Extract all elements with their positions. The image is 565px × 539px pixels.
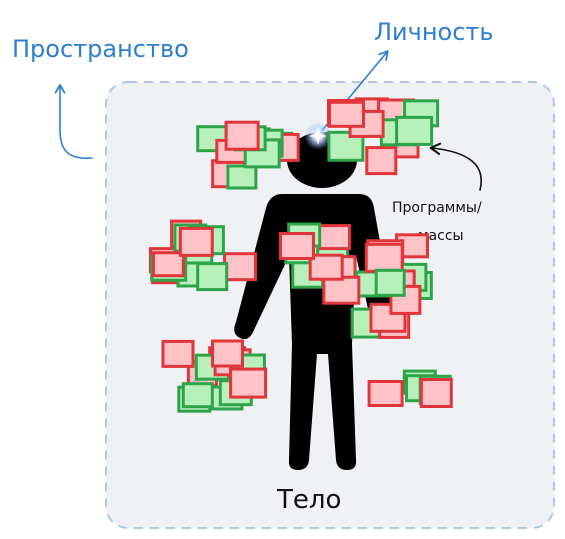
- program-square-red: [365, 146, 398, 176]
- cluster-bottom-left: [161, 339, 268, 413]
- program-square-red: [224, 120, 260, 151]
- glowing-star-icon: [304, 122, 332, 150]
- program-square-red: [178, 226, 214, 257]
- cluster-mid-left: [149, 219, 257, 292]
- space-label: Пространство: [12, 35, 189, 63]
- program-square-green: [226, 164, 258, 190]
- cluster-lower-right: [350, 268, 422, 339]
- program-square-red: [328, 100, 365, 128]
- space-arrow: [54, 83, 93, 159]
- programs-label-line2: массы: [418, 228, 464, 244]
- program-square-green: [374, 268, 406, 297]
- programs-label-line1: Программы/: [392, 200, 482, 216]
- program-square-red: [367, 380, 404, 407]
- program-square-red: [211, 339, 244, 368]
- program-square-red: [223, 252, 257, 282]
- program-square-red: [308, 253, 344, 281]
- program-clusters: [149, 97, 453, 413]
- body-label: Тело: [276, 485, 341, 515]
- program-square-red: [364, 242, 404, 273]
- cluster-head-left: [196, 120, 300, 190]
- program-square-green: [395, 115, 434, 146]
- program-square-red: [419, 378, 453, 408]
- program-square-red: [322, 275, 361, 305]
- program-square-red: [151, 251, 185, 278]
- program-square-red: [161, 339, 195, 368]
- program-square-red: [279, 232, 315, 260]
- programs-arrow: [429, 142, 482, 191]
- program-square-red: [229, 367, 268, 399]
- personality-label: Личность: [374, 18, 494, 46]
- program-square-green: [196, 262, 229, 292]
- program-square-green: [327, 130, 365, 162]
- cluster-head-right: [327, 97, 440, 176]
- program-square-green: [181, 382, 214, 409]
- cluster-bottom-right: [367, 369, 453, 408]
- program-square-red: [369, 302, 407, 333]
